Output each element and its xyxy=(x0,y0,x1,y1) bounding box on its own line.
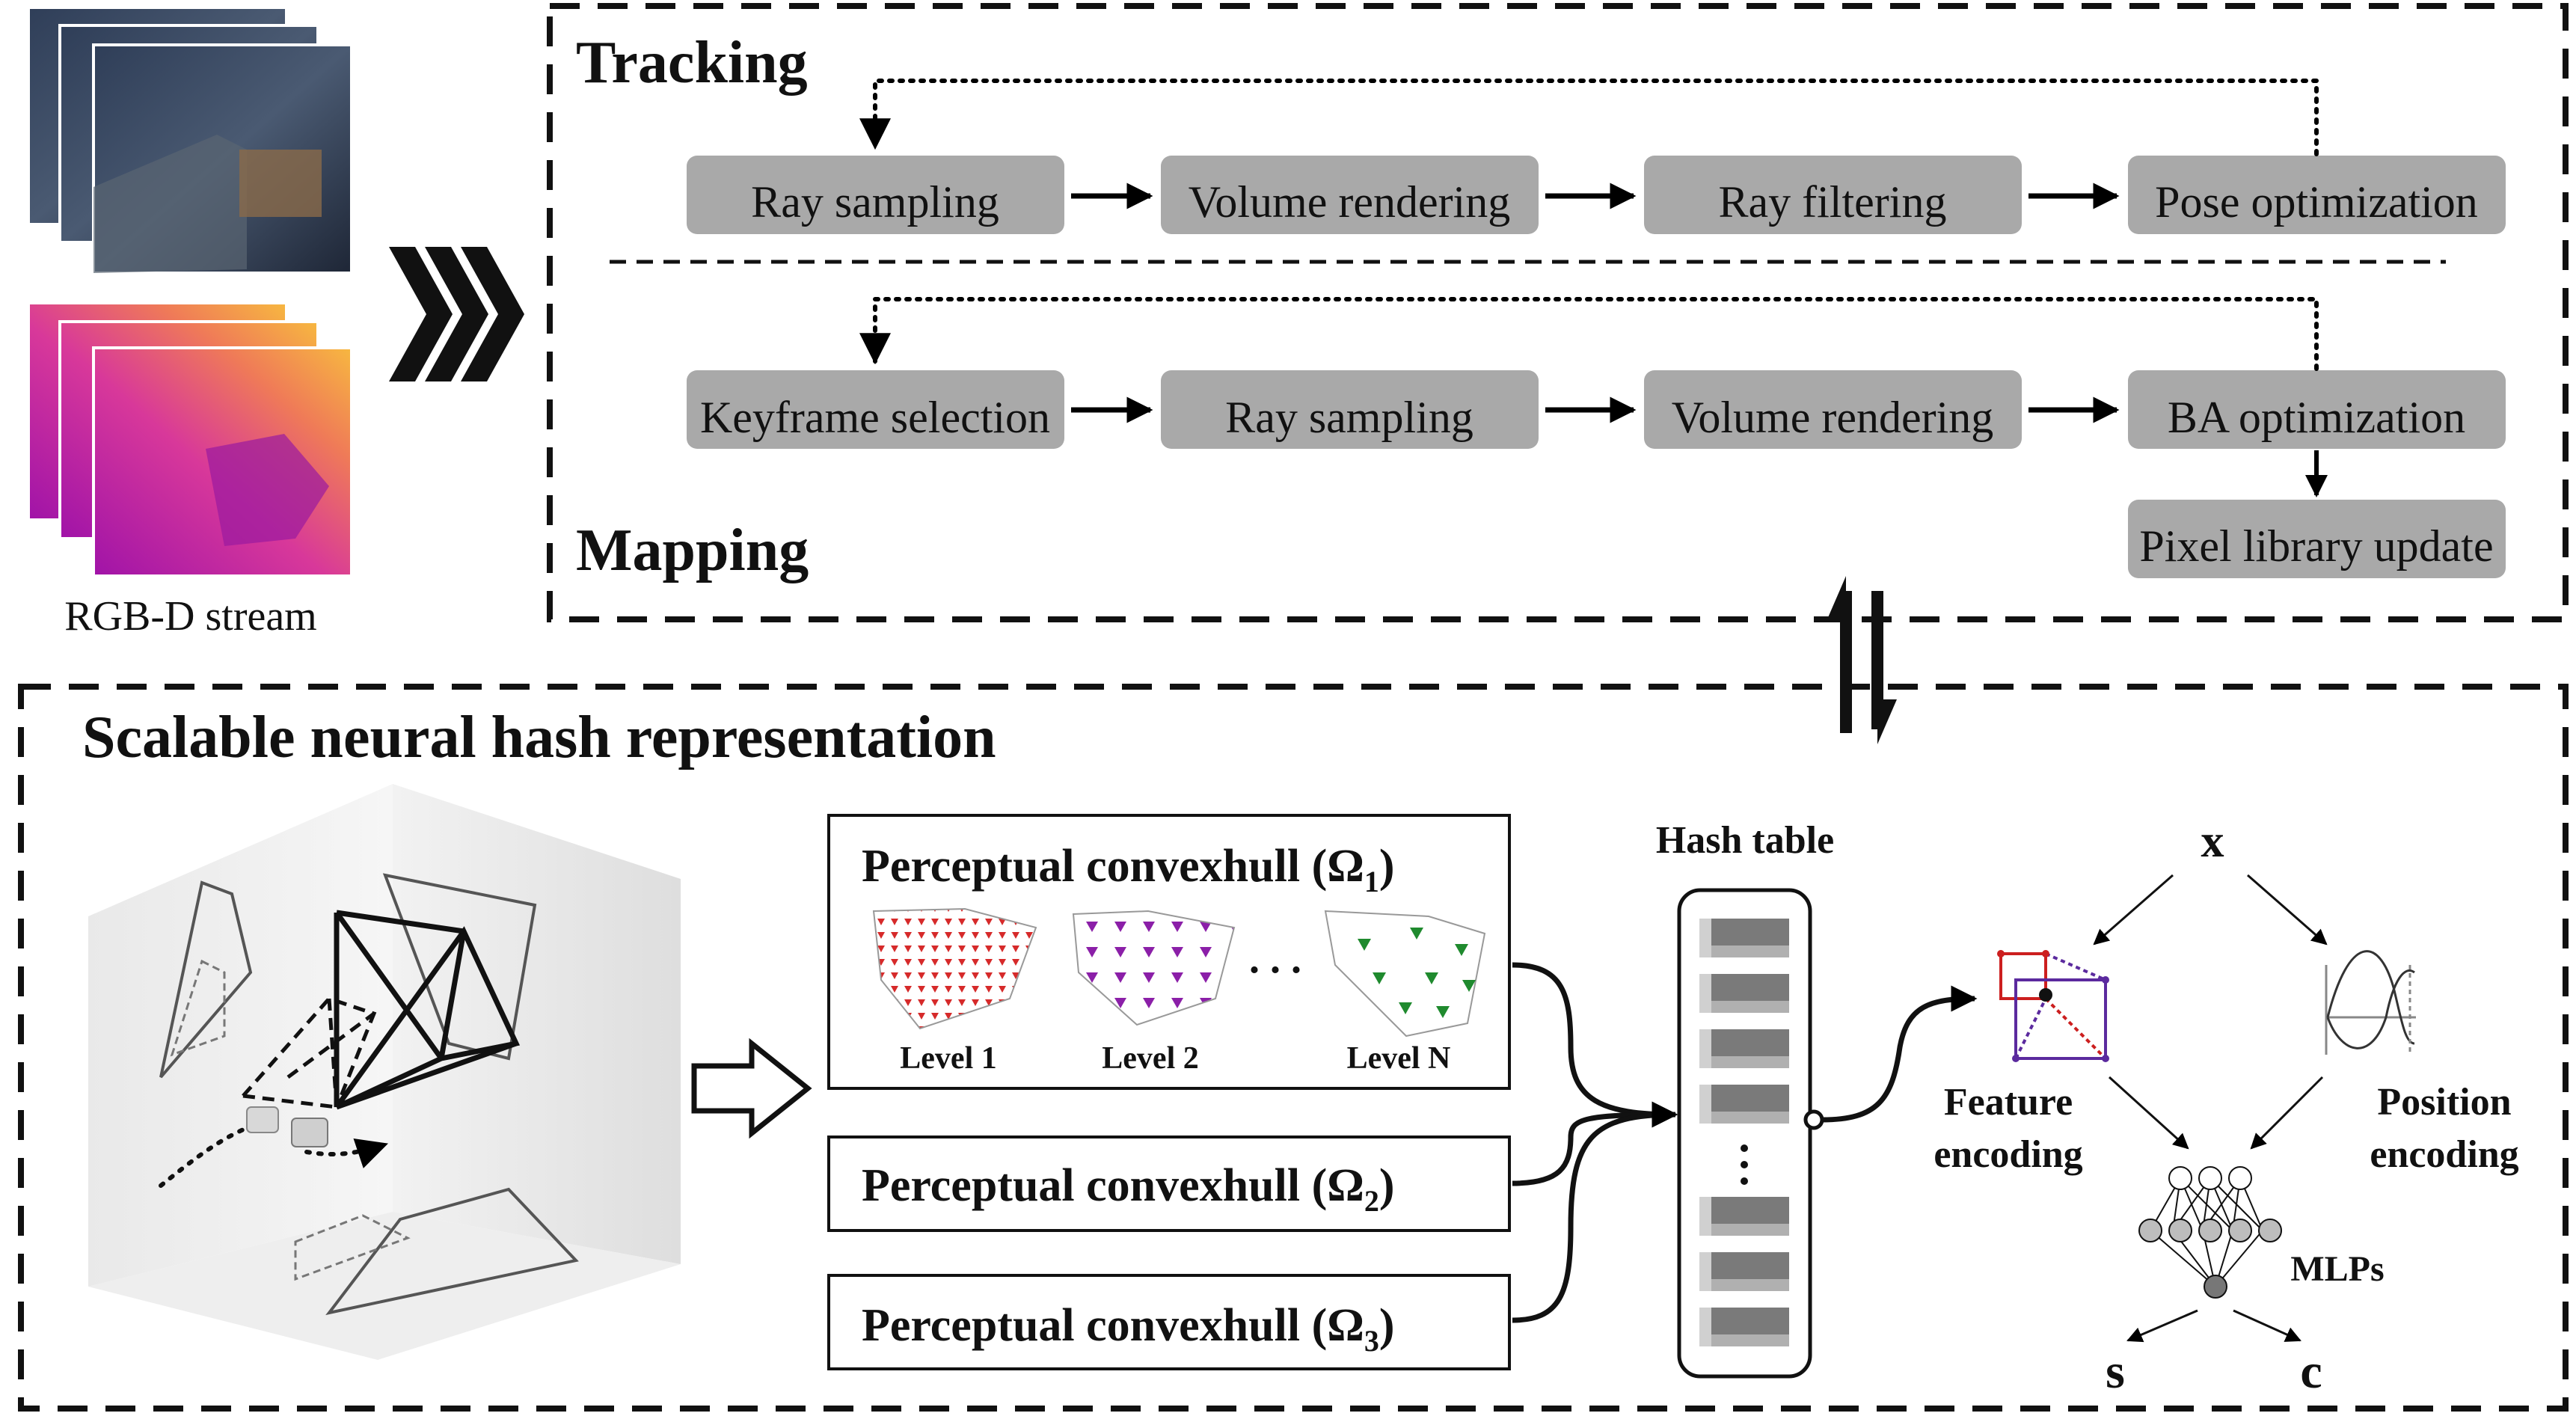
output-s-label: s xyxy=(2106,1344,2125,1399)
hull-merge-connectors xyxy=(1512,962,1678,1323)
tracking-step-volume-rendering xyxy=(1161,156,1539,234)
level-label-1: Level 1 xyxy=(900,1041,996,1076)
camera-trajectory xyxy=(159,1116,286,1188)
left-wall-frustum xyxy=(159,880,253,1079)
camera-icon xyxy=(246,1106,279,1133)
representation-frame xyxy=(18,684,2569,1412)
mlp-network-icon xyxy=(2138,1166,2282,1299)
chevron-arrow-icon xyxy=(389,247,524,381)
position-to-mlp-arrow xyxy=(2250,1076,2324,1150)
mlp-to-c-arrow xyxy=(2233,1309,2301,1342)
mapping-step-label: Pixel library update xyxy=(2139,521,2493,571)
mapping-step-pixel-library-update xyxy=(2128,500,2506,578)
mlp-to-s-arrow xyxy=(2126,1309,2198,1343)
output-c-label: c xyxy=(2300,1344,2322,1399)
levelN-points xyxy=(1358,928,1476,1018)
back-wall-frustum xyxy=(382,873,537,1061)
rgb-sofa-shape xyxy=(93,135,247,273)
input-x-label: x xyxy=(2201,816,2224,867)
position-encoding-icon xyxy=(2325,950,2416,1055)
level-label-n: Level N xyxy=(1347,1041,1451,1076)
convexhull-title-1: Perceptual convexhull (Ω1) xyxy=(862,841,1395,898)
level1-hull xyxy=(872,907,1037,1030)
tracking-step-ray-sampling xyxy=(687,156,1064,234)
rgbd-label: RGB-D stream xyxy=(64,593,317,640)
mapping-step-label: Keyframe selection xyxy=(700,393,1050,442)
mapping-row: Keyframe selection Ray sampling Volume r… xyxy=(687,297,2506,578)
feature-encoding-label-line1: Feature xyxy=(1944,1081,2073,1124)
mapping-step-ray-sampling xyxy=(1161,370,1539,449)
floor-frustum xyxy=(325,1187,579,1316)
camera-icon xyxy=(291,1118,328,1147)
tracking-step-label: Ray sampling xyxy=(751,177,999,227)
tracking-title: Tracking xyxy=(576,30,808,96)
mapping-step-label: BA optimization xyxy=(2168,393,2465,442)
tracking-step-label: Ray filtering xyxy=(1719,177,1947,227)
mapping-step-label: Ray sampling xyxy=(1225,393,1473,442)
camera-frustum xyxy=(334,910,521,1110)
hash-output-port xyxy=(1803,1109,1824,1130)
position-encoding-label-line2: encoding xyxy=(2370,1133,2518,1176)
tracking-step-label: Pose optimization xyxy=(2155,177,2478,227)
convexhull-title-3: Perceptual convexhull (Ω3) xyxy=(862,1300,1395,1358)
mlp-label: MLPs xyxy=(2290,1249,2384,1289)
rgbd-stream: RGB-D stream xyxy=(27,6,353,640)
feature-to-mlp-arrow xyxy=(2108,1076,2189,1150)
level2-hull xyxy=(1072,910,1236,1026)
mapping-step-volume-rendering xyxy=(1644,370,2022,449)
mapping-step-ba-optimization xyxy=(2128,370,2506,449)
hollow-arrow-icon xyxy=(691,1038,812,1139)
tracking-feedback-arrow xyxy=(859,79,2319,156)
tracking-step-pose-optimization xyxy=(2128,156,2506,234)
convexhull-title-2: Perceptual convexhull (Ω2) xyxy=(862,1160,1395,1218)
convexhull-box-2 xyxy=(827,1135,1511,1232)
representation-title: Scalable neural hash representation xyxy=(82,705,996,770)
tracking-step-label: Volume rendering xyxy=(1189,177,1510,227)
feature-encoding-label-line2: encoding xyxy=(1933,1133,2082,1176)
mapping-step-keyframe-selection xyxy=(687,370,1064,449)
x-to-feature-arrow xyxy=(2093,874,2174,946)
convexhull-box-3 xyxy=(827,1274,1511,1370)
mapping-step-label: Volume rendering xyxy=(1672,393,1993,442)
level-label-2: Level 2 xyxy=(1102,1041,1198,1076)
tracking-row: Ray sampling Volume rendering Ray filter… xyxy=(687,79,2506,234)
hash-to-feature-connector xyxy=(1821,985,1978,1123)
tracking-step-ray-filtering xyxy=(1644,156,2022,234)
tracking-mapping-frame xyxy=(547,3,2569,622)
levels-ellipsis: . . . xyxy=(1249,936,1301,982)
mapping-feedback-arrow xyxy=(859,297,2319,371)
mapping-title: Mapping xyxy=(576,518,809,583)
exchange-arrows-icon xyxy=(1827,576,1897,744)
position-encoding-label-line1: Position xyxy=(2377,1081,2511,1124)
hash-table xyxy=(1677,888,1812,1379)
scene-cube-illustration xyxy=(88,784,681,1360)
feature-encoding-icon xyxy=(1997,950,2109,1062)
rgb-table-shape xyxy=(239,150,322,217)
hash-table-rows xyxy=(1699,919,1789,1346)
depth-object-shape xyxy=(206,434,329,546)
hash-table-label: Hash table xyxy=(1656,819,1834,862)
x-to-position-arrow xyxy=(2247,874,2328,946)
